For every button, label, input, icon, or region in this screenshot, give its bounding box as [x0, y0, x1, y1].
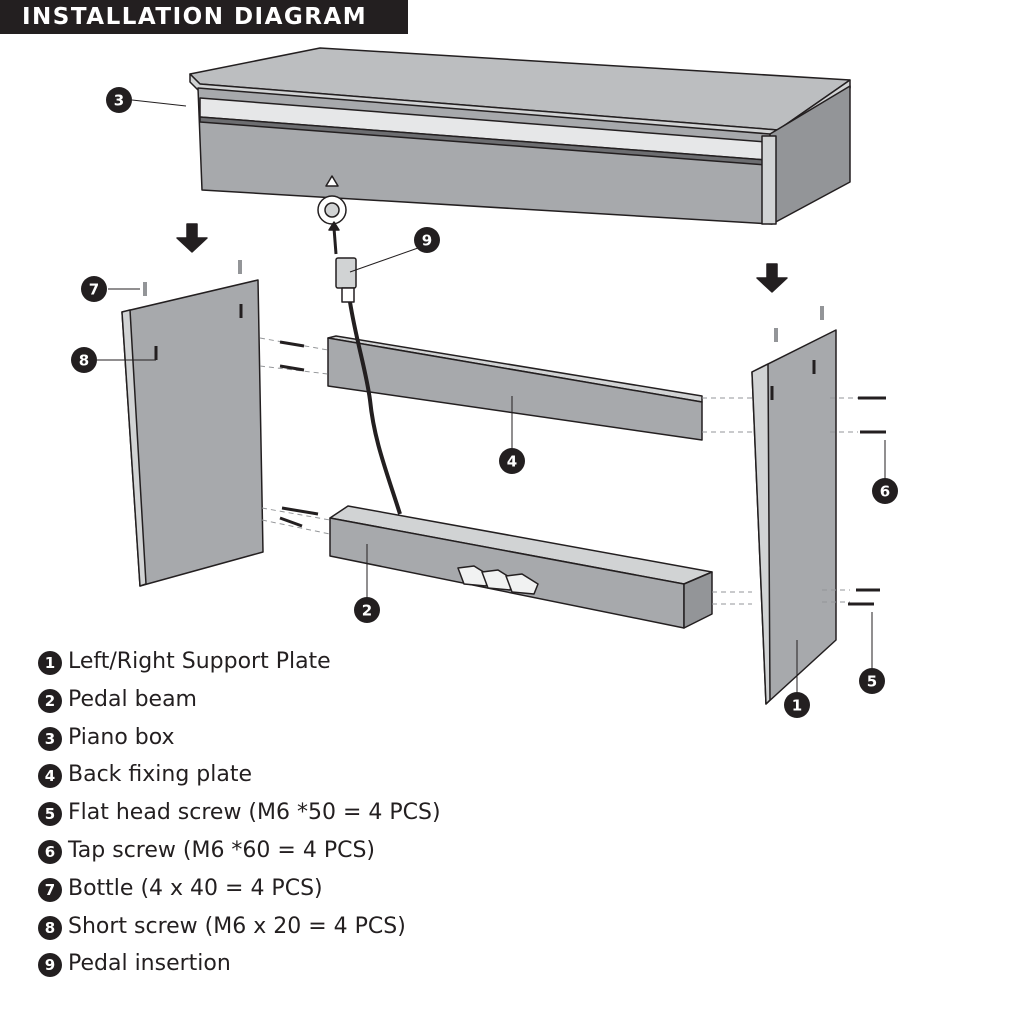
back-fixing-plate: [327, 335, 703, 441]
screws: [143, 260, 886, 606]
down-arrow-icon: [756, 263, 788, 293]
svg-text:3: 3: [114, 92, 124, 110]
callout-4: 4: [499, 448, 525, 474]
left-support-plate: [121, 279, 264, 587]
screw-icon: [281, 506, 319, 516]
legend-label: Flat head screw (M6 *50 = 4 PCS): [68, 800, 441, 826]
legend-number: 1: [38, 651, 62, 675]
svg-text:9: 9: [422, 232, 432, 250]
legend-label: Left/Right Support Plate: [68, 649, 331, 674]
alignment-lines: [259, 337, 858, 605]
svg-text:2: 2: [362, 602, 372, 620]
legend-label: Back fixing plate: [68, 762, 253, 788]
leader-lines: [97, 99, 886, 692]
callout-2: 2: [354, 597, 380, 623]
legend-number: 8: [38, 915, 62, 940]
callout-7: 7: [81, 276, 107, 302]
piano-box: [189, 47, 851, 225]
legend-label: Pedal beam: [68, 686, 197, 712]
pedal-cable: [317, 175, 402, 515]
svg-text:8: 8: [79, 352, 89, 370]
callout-5: 5: [859, 668, 885, 694]
legend-label: Pedal insertion: [68, 951, 231, 977]
svg-text:1: 1: [792, 697, 802, 715]
screw-icon: [279, 516, 303, 528]
svg-text:7: 7: [89, 281, 99, 299]
callout-9: 9: [414, 227, 440, 253]
title-banner: INSTALLATION DIAGRAM: [0, 0, 408, 34]
callout-3: 3: [106, 87, 132, 113]
legend-number: 4: [38, 764, 62, 789]
legend-label: Piano box: [68, 724, 175, 750]
legend-number: 7: [38, 877, 62, 902]
legend-label: Bottle (4 x 40 = 4 PCS): [68, 875, 323, 901]
legend-number: 2: [38, 688, 62, 713]
svg-text:4: 4: [507, 453, 517, 471]
callout-8: 8: [71, 347, 97, 373]
legend-label: Tap screw (M6 *60 = 4 PCS): [68, 837, 376, 863]
diagram-title: INSTALLATION DIAGRAM: [22, 4, 368, 30]
svg-text:5: 5: [867, 673, 877, 691]
right-support-plate: [751, 329, 837, 705]
down-arrow-icon: [176, 223, 208, 253]
callouts: 3 7 8 9 4 2 6 5 1: [71, 87, 898, 718]
legend-number: 9: [38, 953, 62, 978]
down-arrow-icons: [176, 223, 788, 293]
screw-icon: [279, 364, 305, 372]
callout-6: 6: [872, 478, 898, 504]
svg-text:6: 6: [880, 483, 890, 501]
legend-number: 5: [38, 802, 62, 827]
screw-icon: [279, 340, 305, 348]
legend-label: Short screw (M6 x 20 = 4 PCS): [68, 913, 406, 939]
pedal-beam: [329, 505, 713, 629]
callout-1: 1: [784, 692, 810, 718]
legend-number: 6: [38, 839, 62, 864]
legend-number: 3: [38, 726, 62, 751]
